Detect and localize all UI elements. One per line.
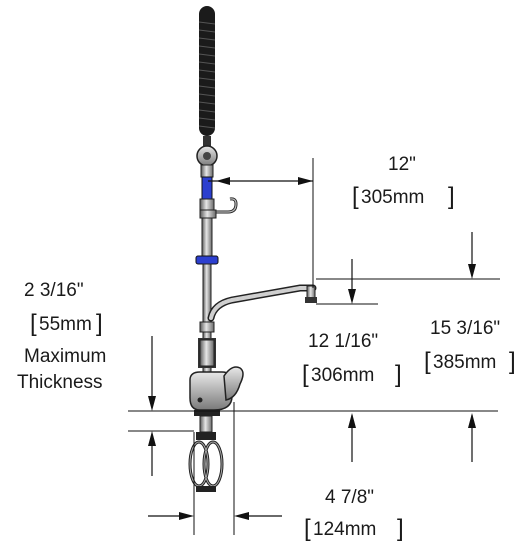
spout-height-metric: 306mm	[311, 365, 374, 386]
spout-height-imperial: 12 1/16"	[308, 331, 378, 352]
hook	[199, 197, 238, 219]
spring-hose	[198, 6, 216, 146]
bracket-close: ]	[397, 515, 404, 542]
overall-height-imperial: 15 3/16"	[430, 318, 500, 339]
dimension-lines	[128, 158, 500, 535]
center-width-imperial: 4 7/8"	[325, 487, 374, 508]
faucet-body	[189, 338, 244, 416]
bracket-open: [	[302, 361, 309, 388]
bracket-open: [	[30, 310, 37, 337]
upper-riser	[201, 217, 213, 257]
blue-collar	[195, 255, 219, 265]
bracket-close: ]	[96, 310, 103, 337]
dimension-overall-height: 15 3/16" [ 385mm ]	[424, 318, 516, 375]
dimension-spout-height: 12 1/16" [ 306mm ]	[302, 331, 402, 388]
max-thickness-metric: 55mm	[39, 314, 92, 335]
spray-valve	[196, 145, 218, 212]
spout-reach-metric: 305mm	[361, 187, 424, 208]
bracket-open: [	[424, 348, 431, 375]
dimension-spout-reach: 12" [ 305mm ]	[352, 154, 455, 210]
max-thickness-label-line1: Maximum	[24, 346, 106, 367]
center-width-metric: 124mm	[313, 519, 376, 540]
overall-height-metric: 385mm	[433, 352, 496, 373]
spout-reach-imperial: 12"	[388, 154, 416, 175]
bracket-close: ]	[395, 361, 402, 388]
supply-shank	[188, 415, 224, 492]
faucet-illustration	[188, 6, 317, 492]
max-thickness-imperial: 2 3/16"	[24, 280, 84, 301]
bracket-open: [	[304, 515, 311, 542]
bracket-open: [	[352, 183, 359, 210]
max-thickness-label-line2: Thickness	[17, 372, 103, 393]
dimension-center-width: 4 7/8" [ 124mm ]	[304, 487, 404, 542]
swing-spout	[199, 284, 317, 333]
bracket-close: ]	[448, 183, 455, 210]
dimension-max-thickness: 2 3/16" [ 55mm ] Maximum Thickness	[17, 280, 106, 393]
bracket-close: ]	[509, 348, 516, 375]
